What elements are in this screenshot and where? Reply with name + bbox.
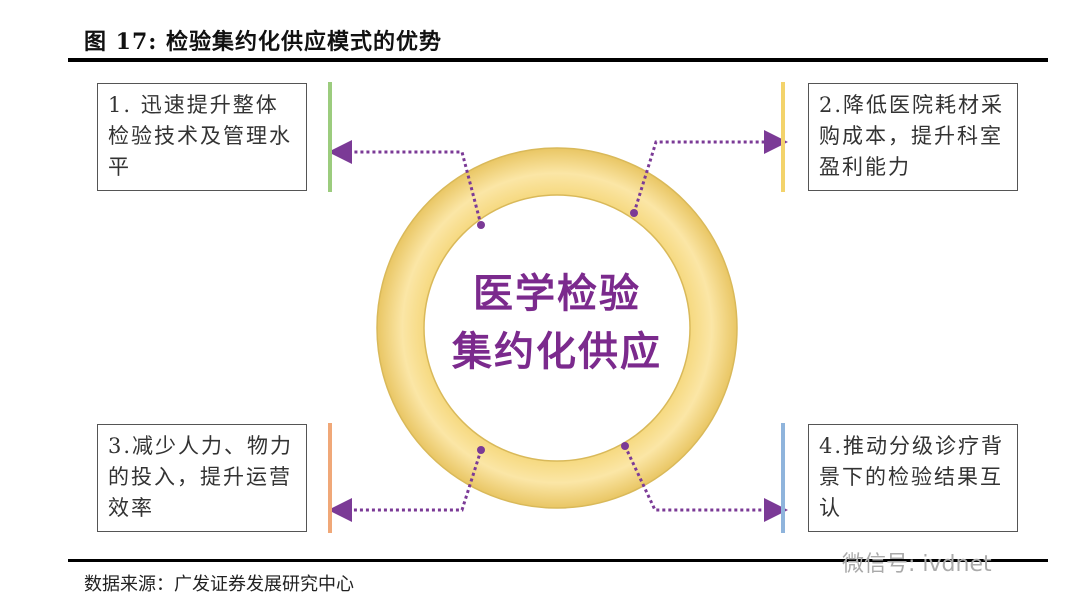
advantage-box-2: 2.降低医院耗材采购成本，提升科室盈利能力 — [808, 83, 1018, 191]
accent-bar-orange — [328, 423, 332, 533]
accent-bar-green — [328, 82, 332, 192]
accent-bar-blue — [781, 423, 785, 533]
center-line-2: 集约化供应 — [452, 328, 662, 375]
figure-title: 图 17: 检验集约化供应模式的优势 — [84, 29, 443, 55]
dot-2 — [630, 209, 638, 217]
top-rule — [68, 58, 1048, 62]
arrow-1 — [328, 140, 483, 226]
arrow-2 — [632, 130, 788, 214]
dot-3 — [477, 446, 485, 454]
ring — [376, 147, 738, 509]
dot-1 — [477, 221, 485, 229]
watermark: 微信号: ivdnet — [842, 552, 992, 577]
center-line-1: 医学检验 — [473, 270, 641, 317]
advantage-box-4: 4.推动分级诊疗背景下的检验结果互认 — [808, 424, 1018, 532]
arrow-4 — [623, 445, 788, 522]
accent-bar-yellow — [781, 82, 785, 192]
center-label: 医学检验 集约化供应 — [417, 265, 697, 381]
advantage-box-3: 3.减少人力、物力的投入，提升运营效率 — [97, 424, 307, 532]
dot-4 — [621, 442, 629, 450]
advantage-box-1: 1. 迅速提升整体检验技术及管理水平 — [97, 83, 307, 191]
bottom-rule — [68, 559, 1048, 562]
source-note: 数据来源：广发证券发展研究中心 — [84, 574, 354, 595]
arrow-3 — [328, 449, 483, 522]
